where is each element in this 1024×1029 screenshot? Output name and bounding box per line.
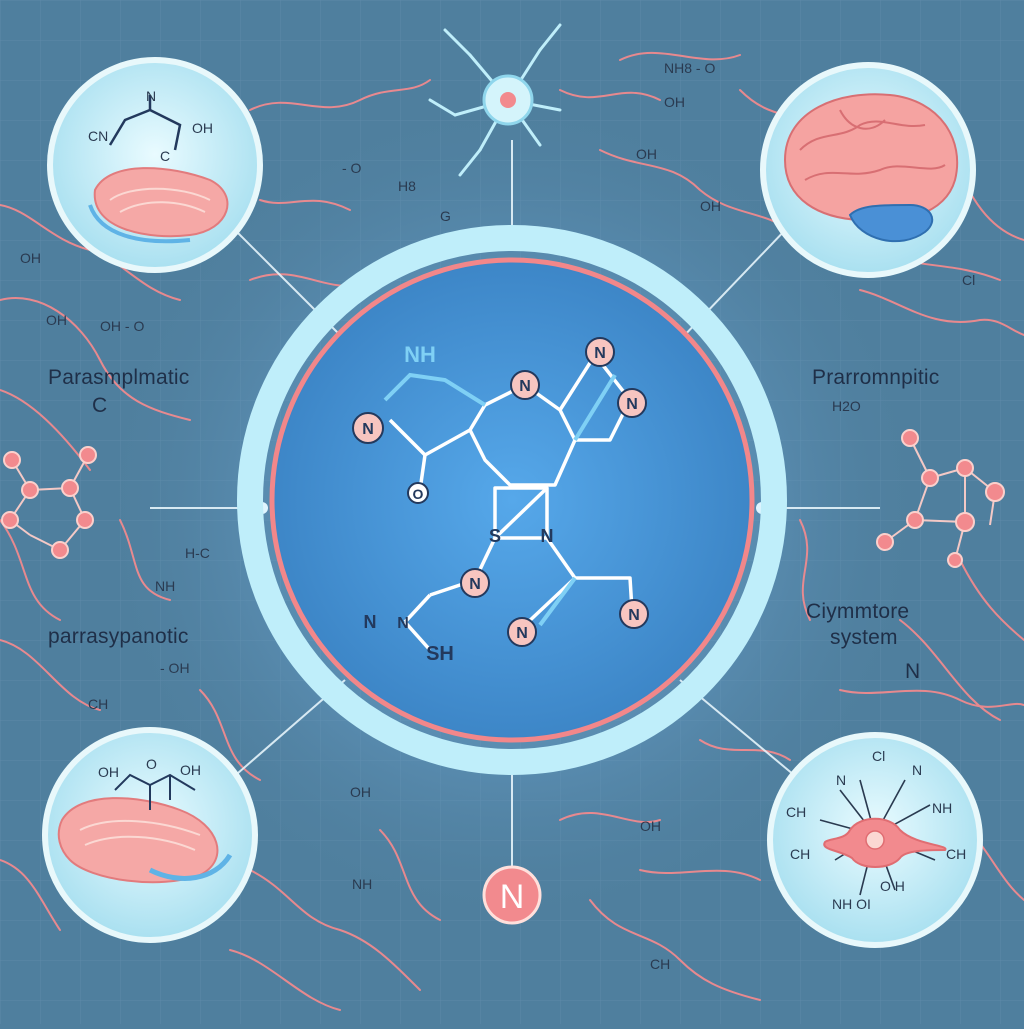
formula-label: OH — [20, 250, 41, 266]
ring-n-label: N — [541, 526, 554, 546]
left-upper-label: Parasmplmatic — [48, 366, 190, 389]
inset-bl-o3: OH — [180, 762, 201, 778]
atom-n5-label: N — [469, 576, 481, 593]
atom-n6-label: N — [516, 625, 528, 642]
formula-label: H-C — [185, 545, 210, 561]
inset-top-right — [760, 62, 976, 278]
inset-br-n2: N — [912, 762, 923, 778]
inset-tl-c: C — [160, 148, 171, 164]
formula-label: H2O — [832, 398, 861, 414]
inset-bl-o2: O — [146, 756, 157, 772]
inset-bottom-left — [42, 727, 258, 943]
left-upper-sub: C — [92, 394, 108, 417]
formula-label: OH — [664, 94, 685, 110]
atom-n1-label: N — [362, 421, 374, 438]
inset-br-nh: NH — [932, 800, 953, 816]
atom-o — [407, 482, 429, 504]
right-lower-n: N — [905, 660, 921, 683]
atom-n1 — [352, 412, 384, 444]
atoms — [352, 337, 649, 647]
inset-tl-oh: OH — [192, 120, 213, 136]
atom-n4 — [617, 388, 647, 418]
atom-n4-label: N — [626, 396, 638, 413]
formula-label: OH - O — [100, 318, 145, 334]
atom-n3-label: N — [594, 345, 606, 362]
right-lower-label-1: Ciymmtore — [806, 600, 910, 623]
chain-c-label: N — [397, 615, 409, 632]
left-molecule-network — [1, 446, 97, 559]
inset-br-n1: N — [836, 772, 847, 788]
formula-label: NH8 - O — [664, 60, 716, 76]
center-ring-accent — [269, 257, 755, 743]
inset-bl-o1: OH — [98, 764, 119, 780]
atom-n2 — [510, 370, 540, 400]
atom-n2-label: N — [519, 378, 531, 395]
atom-n3 — [585, 337, 615, 367]
inset-br-bottom: NH OI — [832, 896, 871, 912]
formula-label: OH — [46, 312, 67, 328]
chain-n-label: N — [364, 612, 377, 632]
inset-br-ch3: CH — [946, 846, 967, 862]
formula-label: - OH — [160, 660, 190, 676]
right-lower-label-2: system — [830, 626, 898, 649]
formula-label: CH — [650, 956, 671, 972]
formula-label: OH — [700, 198, 721, 214]
atom-labels: NH N N N N O S N N N N N N SH — [362, 342, 640, 665]
left-lower-label: parrasypanotic — [48, 625, 189, 648]
formula-label: NH — [352, 876, 373, 892]
atom-n7-label: N — [628, 607, 640, 624]
formula-label: H8 — [398, 178, 416, 194]
bottom-n-node — [482, 865, 542, 925]
inset-tl-cn: CN — [88, 128, 109, 144]
inset-br-ch1: CH — [786, 804, 807, 820]
formula-label: OH — [636, 146, 657, 162]
top-neuron-nucleus — [500, 92, 516, 108]
formula-label: OH — [350, 784, 371, 800]
sh-label: SH — [426, 643, 454, 665]
formula-label: OH — [640, 818, 661, 834]
atom-n7 — [619, 599, 649, 629]
right-upper-label: Prarromnpitic — [812, 366, 940, 389]
molecule-nh-label: NH — [404, 342, 436, 367]
atom-n5 — [460, 568, 490, 598]
molecule-highlight-bonds — [383, 372, 617, 627]
atom-n6 — [507, 617, 537, 647]
bottom-n-label: N — [500, 878, 525, 916]
ring-s-label: S — [489, 526, 501, 546]
formula-label: G — [440, 208, 451, 224]
atom-o-label: O — [413, 486, 424, 502]
top-neuron — [428, 23, 562, 177]
inset-br-oh: O H — [880, 878, 905, 894]
formula-label: NH — [155, 578, 176, 594]
formula-label: Cl — [962, 272, 976, 288]
inset-br-ch2: CH — [790, 846, 811, 862]
inset-bottom-right — [767, 732, 983, 948]
formula-label: CH — [88, 696, 109, 712]
formula-label: - O — [342, 160, 362, 176]
center-ring-outer — [237, 225, 787, 775]
inset-br-cl: Cl — [872, 748, 886, 764]
right-molecule-network — [876, 429, 1005, 568]
inset-top-left — [47, 57, 263, 273]
inset-tl-n: N — [146, 88, 157, 104]
